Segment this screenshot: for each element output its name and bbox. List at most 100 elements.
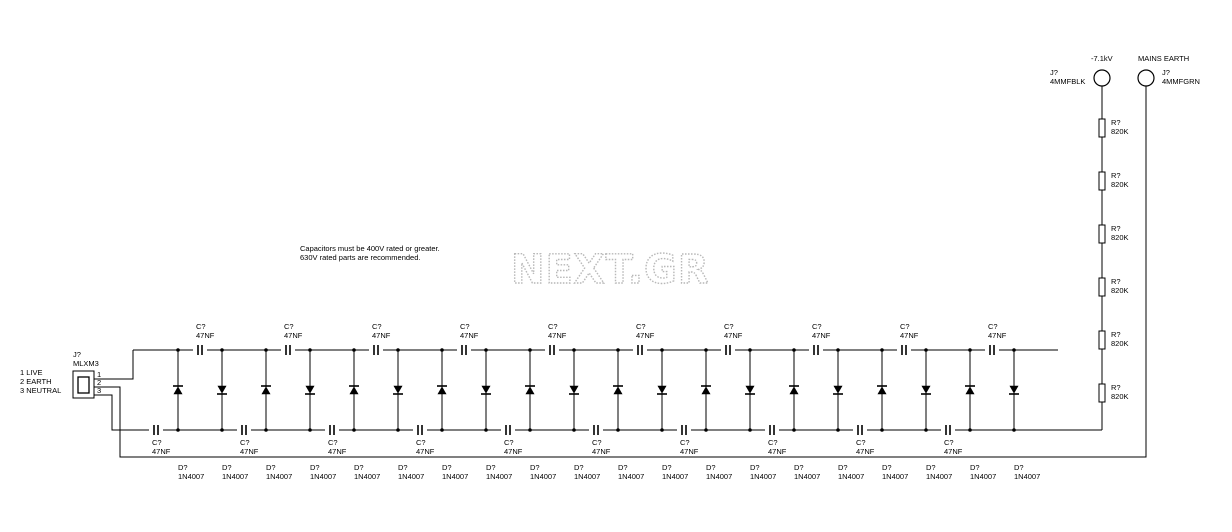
top-capacitor-ref: C?: [636, 322, 646, 331]
diode-ref: D?: [442, 463, 452, 472]
diode: D?1N4007: [569, 348, 600, 481]
input-connector: J? MLXM3 1 LIVE 2 EARTH 3 NEUTRAL 1 2 3: [20, 350, 101, 399]
diode-value: 1N4007: [398, 472, 424, 481]
top-capacitor-value: 47NF: [724, 331, 743, 340]
diode-value: 1N4007: [838, 472, 864, 481]
bottom-capacitor: C?47NF: [501, 425, 523, 456]
bottom-capacitor-value: 47NF: [152, 447, 171, 456]
top-capacitor: C?47NF: [721, 322, 743, 355]
bottom-capacitor: C?47NF: [677, 425, 699, 456]
bottom-capacitor-ref: C?: [152, 438, 162, 447]
top-capacitor-value: 47NF: [988, 331, 1007, 340]
top-capacitor: C?47NF: [545, 322, 567, 355]
resistor: R?820K: [1098, 330, 1129, 350]
bottom-capacitor-ref: C?: [592, 438, 602, 447]
resistor-value: 820K: [1111, 286, 1129, 295]
diode-ref: D?: [1014, 463, 1024, 472]
diode-value: 1N4007: [794, 472, 820, 481]
diode-value: 1N4007: [750, 472, 776, 481]
bottom-capacitor-ref: C?: [680, 438, 690, 447]
top-capacitor-ref: C?: [460, 322, 470, 331]
note-line-2: 630V rated parts are recommended.: [300, 253, 420, 262]
top-capacitor: C?47NF: [193, 322, 215, 355]
resistor-value: 820K: [1111, 392, 1129, 401]
diode-ref: D?: [618, 463, 628, 472]
input-connector-part: MLXM3: [73, 359, 99, 368]
pin-label-live: 1 LIVE: [20, 368, 43, 377]
connector-wiring: [94, 86, 1147, 458]
diode-value: 1N4007: [970, 472, 996, 481]
input-connector-ref: J?: [73, 350, 81, 359]
bottom-capacitor-value: 47NF: [768, 447, 787, 456]
pin-number-1: 1: [97, 370, 101, 379]
resistor-value: 820K: [1111, 339, 1129, 348]
top-capacitor-value: 47NF: [372, 331, 391, 340]
resistor-ref: R?: [1111, 171, 1121, 180]
top-capacitor-value: 47NF: [460, 331, 479, 340]
diode-ref: D?: [266, 463, 276, 472]
resistor-value: 820K: [1111, 233, 1129, 242]
resistor: R?820K: [1098, 118, 1129, 138]
diode-value: 1N4007: [222, 472, 248, 481]
bottom-capacitor: C?47NF: [765, 425, 787, 456]
top-capacitor-ref: C?: [372, 322, 382, 331]
terminal-earth-title: MAINS EARTH: [1138, 54, 1189, 63]
watermark: NEXT.GR: [511, 247, 710, 293]
resistor-ref: R?: [1111, 224, 1121, 233]
pin-number-2: 2: [97, 378, 101, 387]
bottom-capacitor-ref: C?: [328, 438, 338, 447]
top-capacitor-value: 47NF: [196, 331, 215, 340]
bottom-capacitor: C?47NF: [237, 425, 259, 456]
diode-ref: D?: [706, 463, 716, 472]
top-capacitor-value: 47NF: [284, 331, 303, 340]
top-capacitor-ref: C?: [284, 322, 294, 331]
diode: D?1N4007: [481, 348, 512, 481]
diode: D?1N4007: [173, 348, 204, 481]
diode-value: 1N4007: [662, 472, 688, 481]
diode: D?1N4007: [877, 348, 908, 481]
diode-value: 1N4007: [530, 472, 556, 481]
diode-ref: D?: [926, 463, 936, 472]
top-capacitor: C?47NF: [457, 322, 479, 355]
resistor-ref: R?: [1111, 330, 1121, 339]
bottom-capacitor-value: 47NF: [944, 447, 963, 456]
resistor-ref: R?: [1111, 277, 1121, 286]
diode-value: 1N4007: [310, 472, 336, 481]
diode: D?1N4007: [657, 348, 688, 481]
diode-value: 1N4007: [1014, 472, 1040, 481]
top-capacitor: C?47NF: [369, 322, 391, 355]
output-terminal-hv: [1093, 69, 1111, 87]
diode-ref: D?: [486, 463, 496, 472]
resistor-value: 820K: [1111, 180, 1129, 189]
pin-label-neutral: 3 NEUTRAL: [20, 386, 61, 395]
diode: D?1N4007: [305, 348, 336, 481]
pin-label-earth: 2 EARTH: [20, 377, 52, 386]
terminal-earth-part: 4MMFGRN: [1162, 77, 1200, 86]
bottom-capacitor-ref: C?: [416, 438, 426, 447]
bottom-capacitor-ref: C?: [504, 438, 514, 447]
diode: D?1N4007: [833, 348, 864, 481]
diode-ref: D?: [354, 463, 364, 472]
resistor: R?820K: [1098, 383, 1129, 403]
diode-ref: D?: [178, 463, 188, 472]
diode: D?1N4007: [525, 348, 556, 481]
top-capacitor-ref: C?: [988, 322, 998, 331]
resistor-ref: R?: [1111, 118, 1121, 127]
bottom-capacitor-value: 47NF: [856, 447, 875, 456]
diode-ref: D?: [574, 463, 584, 472]
pin-number-3: 3: [97, 386, 101, 395]
diode: D?1N4007: [921, 348, 952, 481]
diode-ref: D?: [838, 463, 848, 472]
terminal-hv-part: 4MMFBLK: [1050, 77, 1085, 86]
top-capacitor-ref: C?: [900, 322, 910, 331]
bottom-capacitor: C?47NF: [325, 425, 347, 456]
bottom-capacitor: C?47NF: [589, 425, 611, 456]
bottom-capacitor: C?47NF: [149, 425, 171, 456]
top-capacitor-ref: C?: [548, 322, 558, 331]
diode-value: 1N4007: [178, 472, 204, 481]
diode-ref: D?: [970, 463, 980, 472]
diode-ref: D?: [750, 463, 760, 472]
diode-ref: D?: [310, 463, 320, 472]
output-terminal-earth: [1137, 69, 1155, 87]
